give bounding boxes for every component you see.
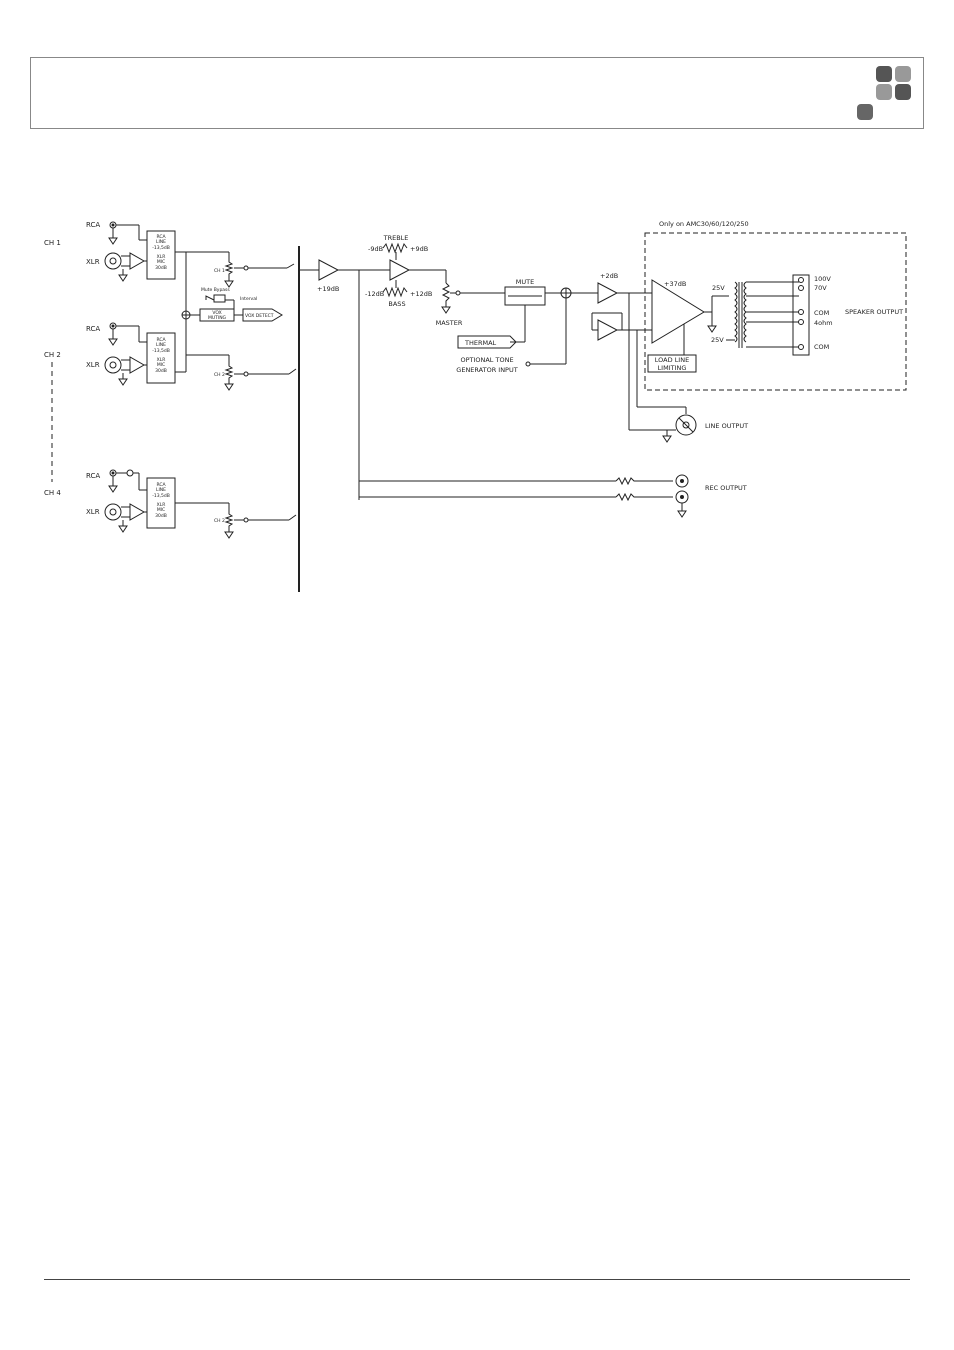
treble-min-label: -9dB xyxy=(368,245,383,253)
load-line-label: LIMITING xyxy=(658,364,687,372)
power-amp xyxy=(647,274,810,373)
gain-box-text: XLR xyxy=(157,254,166,260)
gain-box-text: MIC xyxy=(157,507,165,513)
interval-label: Interval xyxy=(240,296,257,302)
rca-label: RCA xyxy=(86,221,100,229)
gain-box-text: LINE xyxy=(156,239,166,245)
pot-label: CH 2 xyxy=(214,518,225,524)
channel-4-input xyxy=(104,469,297,539)
gain-box-text: MIC xyxy=(157,259,165,265)
vox-detect-label: VOX DETECT xyxy=(245,313,274,319)
terminal-label: 100V xyxy=(814,275,831,283)
gain-box-text: -13,5dB xyxy=(152,348,170,354)
line-output-label: LINE OUTPUT xyxy=(705,422,748,430)
treble-label: TREBLE xyxy=(383,234,409,242)
voltage-25v-label: 25V xyxy=(711,336,724,344)
rca-label: RCA xyxy=(86,472,100,480)
optional-power-section xyxy=(644,232,907,391)
pot-label: CH 1 xyxy=(214,268,225,274)
master-label: MASTER xyxy=(436,319,463,327)
channel-label: CH 4 xyxy=(44,489,61,497)
gain-box-text: RCA xyxy=(156,482,166,488)
load-line-label: LOAD LINE xyxy=(655,356,689,364)
gain-box-text: RCA xyxy=(156,234,166,240)
vox-section xyxy=(175,270,283,373)
tone-generator-label: GENERATOR INPUT xyxy=(456,366,517,374)
vox-muting-label: MUTING xyxy=(208,315,227,321)
voltage-25v-label: 25V xyxy=(712,284,725,292)
brand-logo xyxy=(856,65,916,123)
gain-box-text: XLR xyxy=(157,502,166,508)
main-signal-path xyxy=(299,242,687,500)
rec-output-path xyxy=(359,474,689,518)
gain-37db-label: +37dB xyxy=(664,280,686,288)
terminal-label: 4ohm xyxy=(814,319,833,327)
xlr-label: XLR xyxy=(86,361,100,369)
gain-2db-label: +2dB xyxy=(600,272,618,280)
vox-muting-label: VOX xyxy=(212,310,221,316)
logo-square xyxy=(876,84,892,100)
gain-box-text: 30dB xyxy=(155,368,167,374)
optional-section-note: Only on AMC30/60/120/250 xyxy=(659,220,749,228)
bass-label: BASS xyxy=(388,300,405,308)
gain-box-text: LINE xyxy=(156,487,166,493)
gain-box-text: 30dB xyxy=(155,513,167,519)
page-header-box xyxy=(30,57,924,129)
gain-box-text: 30dB xyxy=(155,265,167,271)
logo-square xyxy=(876,66,892,82)
terminal-label: COM xyxy=(814,309,829,317)
line-output-connector xyxy=(675,414,697,436)
gain-box-text: MIC xyxy=(157,362,165,368)
logo-square xyxy=(895,84,911,100)
gain-box-text: -13,5dB xyxy=(152,245,170,251)
gain-19db-label: +19dB xyxy=(317,285,339,293)
xlr-label: XLR xyxy=(86,508,100,516)
channel-label: CH 2 xyxy=(44,351,61,359)
treble-max-label: +9dB xyxy=(410,245,428,253)
speaker-output-label: SPEAKER OUTPUT xyxy=(845,308,903,316)
channel-1-input xyxy=(104,221,295,288)
bass-min-label: -12dB xyxy=(365,290,384,298)
channel-label: CH 1 xyxy=(44,239,61,247)
footer-rule xyxy=(44,1279,910,1280)
rca-label: RCA xyxy=(86,325,100,333)
gain-box-text: LINE xyxy=(156,342,166,348)
thermal-label: THERMAL xyxy=(464,339,497,347)
pot-label: CH 2 xyxy=(214,372,225,378)
mute-label: MUTE xyxy=(516,278,534,286)
gain-box-text: -13,5dB xyxy=(152,493,170,499)
logo-square xyxy=(895,66,911,82)
logo-square xyxy=(857,104,873,120)
tone-generator-label: OPTIONAL TONE xyxy=(460,356,513,364)
mute-bypass-label: Mute Bypass xyxy=(201,287,230,293)
channel-2-input xyxy=(104,322,297,391)
bass-max-label: +12dB xyxy=(410,290,432,298)
rec-output-label: REC OUTPUT xyxy=(705,484,747,492)
terminal-label: 70V xyxy=(814,284,827,292)
xlr-label: XLR xyxy=(86,258,100,266)
gain-box-text: XLR xyxy=(157,357,166,363)
terminal-label: COM xyxy=(814,343,829,351)
gain-box-text: RCA xyxy=(156,337,166,343)
